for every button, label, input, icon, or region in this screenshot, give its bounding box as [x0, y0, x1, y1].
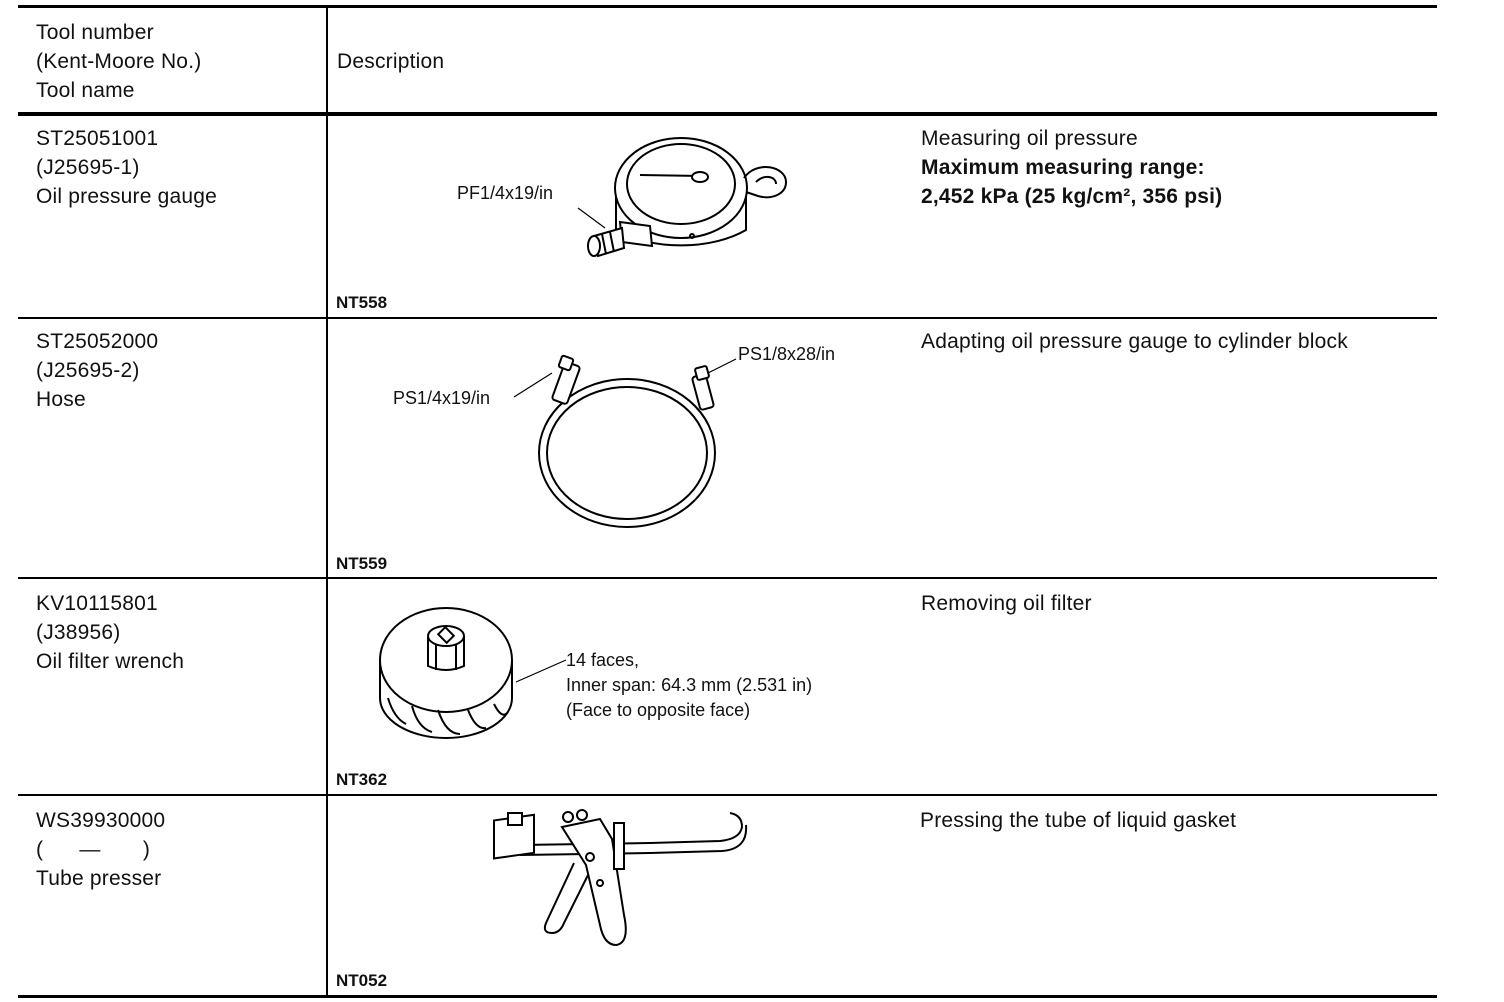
- row-1-figure-code: NT558: [336, 293, 388, 312]
- row-1-description: Measuring oil pressure Maximum measuring…: [921, 124, 1222, 211]
- row-rule-2: [18, 577, 1437, 579]
- row-1-range-label: Maximum measuring range:: [921, 156, 1205, 179]
- header-tool-column: Tool number (Kent-Moore No.) Tool name: [36, 18, 201, 105]
- row-1-tool-number: ST25051001: [36, 127, 159, 150]
- row-1-description-line: Measuring oil pressure: [921, 127, 1138, 150]
- row-1-range-value: 2,452 kPa (25 kg/cm², 356 psi): [921, 185, 1223, 208]
- row-4-description-line: Pressing the tube of liquid gasket: [920, 809, 1237, 832]
- table-bottom-rule: [18, 995, 1437, 998]
- row-2-tool-name: Hose: [36, 388, 86, 411]
- oil-pressure-gauge-illustration: [577, 137, 788, 258]
- row-3-callout-faces: 14 faces, Inner span: 64.3 mm (2.531 in)…: [566, 648, 812, 723]
- row-3-callout-line-3: (Face to opposite face): [566, 700, 751, 720]
- row-3-description: Removing oil filter: [921, 589, 1092, 618]
- column-divider: [326, 7, 328, 997]
- row-rule-3: [18, 794, 1437, 796]
- header-tool-number: Tool number: [36, 21, 154, 44]
- hose-illustration: [513, 354, 737, 528]
- row-3-kent-moore: (J38956): [36, 621, 121, 644]
- row-4-kent-moore: ( — ): [36, 838, 151, 861]
- row-4-description: Pressing the tube of liquid gasket: [920, 806, 1236, 835]
- header-bottom-rule: [18, 112, 1437, 116]
- row-1-tool-name: Oil pressure gauge: [36, 185, 218, 208]
- row-2-tool-number: ST25052000: [36, 330, 159, 353]
- row-4-tool-name: Tube presser: [36, 867, 162, 890]
- row-2-tool-info: ST25052000 (J25695-2) Hose: [36, 327, 158, 414]
- header-tool-name: Tool name: [36, 79, 135, 102]
- row-2-description-line: Adapting oil pressure gauge to cylinder …: [921, 330, 1348, 353]
- row-1-kent-moore: (J25695-1): [36, 156, 140, 179]
- row-3-callout-line-2: Inner span: 64.3 mm (2.531 in): [566, 675, 813, 695]
- row-4-figure-code: NT052: [336, 971, 388, 990]
- row-1-tool-info: ST25051001 (J25695-1) Oil pressure gauge: [36, 124, 217, 211]
- row-3-callout-line-1: 14 faces,: [566, 650, 640, 670]
- row-2-callout-left-fitting: PS1/4x19/in: [393, 388, 491, 408]
- row-3-figure-code: NT362: [336, 770, 388, 789]
- row-4-tool-number: WS39930000: [36, 809, 166, 832]
- row-2-figure-code: NT559: [336, 554, 388, 573]
- row-3-tool-name: Oil filter wrench: [36, 650, 185, 673]
- header-description: Description: [337, 50, 445, 73]
- row-3-description-line: Removing oil filter: [921, 592, 1092, 615]
- row-rule-1: [18, 317, 1437, 319]
- row-2-description: Adapting oil pressure gauge to cylinder …: [921, 327, 1348, 356]
- table-top-rule: [18, 5, 1437, 8]
- row-4-tool-info: WS39930000 ( — ) Tube presser: [36, 806, 165, 893]
- tube-presser-illustration: [493, 809, 748, 947]
- header-kent-moore: (Kent-Moore No.): [36, 50, 202, 73]
- row-3-tool-number: KV10115801: [36, 592, 158, 615]
- row-1-callout-fitting: PF1/4x19/in: [457, 183, 554, 203]
- oil-filter-wrench-illustration: [379, 607, 567, 739]
- row-2-callout-right-fitting: PS1/8x28/in: [738, 344, 836, 364]
- row-2-kent-moore: (J25695-2): [36, 359, 140, 382]
- row-3-tool-info: KV10115801 (J38956) Oil filter wrench: [36, 589, 184, 676]
